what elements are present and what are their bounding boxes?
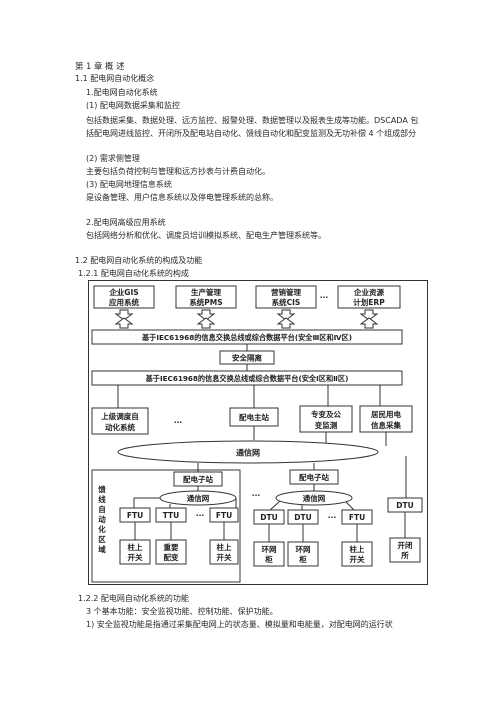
feeder-area-char-1: 馈 xyxy=(97,484,106,494)
special-monitor-box xyxy=(299,405,353,433)
cis-label-1: 营销管理 xyxy=(271,287,301,297)
pms-label-2: 系统PMS xyxy=(189,297,222,307)
pole-switch-box-1 xyxy=(119,539,151,565)
important-transformer-label-2: 配变 xyxy=(164,552,179,562)
ring-main-unit-box-1 xyxy=(253,541,285,567)
ring-main-1-label-2: 柜 xyxy=(264,554,273,564)
right-comm-label: 通信网 xyxy=(303,493,326,503)
feeder-area-char-5: 化 xyxy=(98,524,106,534)
upper-dispatch-box xyxy=(91,407,149,435)
important-transformer-label-1: 重要 xyxy=(164,542,179,552)
cis-label-2: 系统CIS xyxy=(272,297,301,307)
section-1-2: 1.2 配电网自动化系统的构成及功能 xyxy=(75,256,203,265)
middle-dots: ··· xyxy=(174,418,183,427)
top-dots: ··· xyxy=(320,293,329,302)
erp-label-1: 企业资源 xyxy=(353,287,384,297)
paragraph-1: 包括数据采集、数据处理、远方监控、报警处理、数据管理以及报表生成等功能。DSCA… xyxy=(86,116,419,138)
cis-box xyxy=(255,285,317,309)
right-comm-ellipse xyxy=(275,490,353,506)
paragraph-4: 包括网络分析和优化、调度员培训模拟系统、配电生产管理系统等。 xyxy=(86,231,326,240)
pms-label-1: 生产管理 xyxy=(191,287,221,297)
resident-info-label-2: 信息采集 xyxy=(371,420,401,430)
gis-label-2: 应用系统 xyxy=(109,297,139,307)
feeder-area-char-7: 域 xyxy=(98,544,106,554)
paragraph-2: 主要包括负荷控制与管理和远方抄表与计费自动化。 xyxy=(86,167,270,176)
feeder-area-char-2: 线 xyxy=(98,494,106,504)
pole-switch-2-label-2: 开关 xyxy=(217,552,232,562)
area-dots: ··· xyxy=(252,491,261,500)
pole-switch-1-label-1: 柱上 xyxy=(128,542,143,552)
resident-info-label-1: 居民用电 xyxy=(371,409,401,419)
diagram-frame xyxy=(88,280,428,585)
important-transformer-box xyxy=(155,539,187,565)
pms-box xyxy=(175,285,237,309)
dtu-3-label: DTU xyxy=(396,501,413,510)
item-3: (3) 配电网地理信息系统 xyxy=(86,180,172,189)
pole-switch-3-label-2: 开关 xyxy=(350,554,365,564)
dtu-1-label: DTU xyxy=(260,513,277,522)
feeder-area-frame xyxy=(91,469,241,583)
ring-main-unit-box-2 xyxy=(287,541,319,567)
special-monitor-label-2: 变监测 xyxy=(315,420,338,430)
paragraph-6: 1) 安全监视功能是指通过采集配电网上的状态量、模拟量和电能量，对配电网的运行状 xyxy=(86,620,393,629)
lower-bus-label: 基于IEC61968的信息交换总线或综合数据平台(安全Ⅰ区和Ⅱ区) xyxy=(145,374,349,383)
special-monitor-label-1: 专变及公 xyxy=(311,409,341,419)
switching-station-label-2: 所 xyxy=(401,550,409,560)
feeder-area-char-4: 动 xyxy=(98,514,106,524)
ring-main-1-label-1: 环网 xyxy=(262,545,277,554)
comm-network-ellipse xyxy=(117,440,379,464)
pole-switch-3-label-1: 柱上 xyxy=(350,544,365,554)
right-dtu-dots: ··· xyxy=(328,513,337,522)
subsection-1-2-1: 1.2.1 配电网自动化系统的构成 xyxy=(78,269,189,278)
pole-switch-box-2 xyxy=(209,539,239,565)
feeder-area-char-3: 自 xyxy=(98,504,106,514)
resident-info-box xyxy=(359,405,413,433)
ttu-label: TTU xyxy=(163,511,180,520)
ring-main-2-label-2: 柜 xyxy=(298,554,307,564)
left-ftu-label: FTU xyxy=(127,511,143,520)
paragraph-5: 3 个基本功能：安全监视功能、控制功能、保护功能。 xyxy=(86,607,278,616)
gis-box xyxy=(93,285,155,309)
distribution-automation-diagram: 企业GIS 应用系统 生产管理 系统PMS 营销管理 系统CIS ··· 企业资… xyxy=(88,280,428,585)
subsection-1-1-2: 2.配电网高级应用系统 xyxy=(86,218,166,227)
pole-switch-1-label-2: 开关 xyxy=(128,552,143,562)
chapter-title: 第 1 章 概 述 xyxy=(75,61,125,71)
switching-station-box xyxy=(389,537,421,563)
master-station-label: 配电主站 xyxy=(239,412,269,422)
upper-dispatch-label-2: 动化系统 xyxy=(105,422,135,432)
ring-main-2-label-1: 环网 xyxy=(296,545,311,554)
subsection-1-1-1: 1.配电网自动化系统 xyxy=(86,88,158,97)
dtu-2-label: DTU xyxy=(294,513,311,522)
feeder-area-char-6: 区 xyxy=(98,535,106,544)
item-1: (1) 配电网数据采集和监控 xyxy=(86,101,180,110)
section-1-1: 1.1 配电网自动化概念 xyxy=(75,74,155,83)
upper-dispatch-label-1: 上级调度自 xyxy=(101,411,139,421)
isolation-label: 安全隔离 xyxy=(232,353,262,363)
upper-bus-label: 基于IEC61968的信息交换总线或综合数据平台(安全Ⅲ区和Ⅳ区) xyxy=(141,333,352,342)
lower-bus xyxy=(91,370,403,386)
erp-label-2: 计划ERP xyxy=(353,297,385,307)
right-area-ftu-label: FTU xyxy=(349,513,365,522)
right-substation-label: 配电子站 xyxy=(299,472,329,482)
left-ftu-dots: ··· xyxy=(196,511,205,520)
switching-station-label-1: 开闭 xyxy=(398,540,413,550)
left-substation-label: 配电子站 xyxy=(183,474,213,484)
comm-network-label: 通信网 xyxy=(236,448,260,458)
item-2: (2) 需求侧管理 xyxy=(86,154,140,163)
erp-box xyxy=(337,285,401,309)
paragraph-3: 是设备管理、用户信息系统以及停电管理系统的总称。 xyxy=(86,193,278,202)
pole-switch-box-3 xyxy=(341,541,373,567)
pole-switch-2-label-1: 柱上 xyxy=(217,542,232,552)
gis-label-1: 企业GIS xyxy=(108,287,138,297)
left-comm-label: 通信网 xyxy=(187,493,210,503)
subsection-1-2-2: 1.2.2 配电网自动化系统的功能 xyxy=(78,594,189,603)
right-ftu-label: FTU xyxy=(216,511,232,520)
